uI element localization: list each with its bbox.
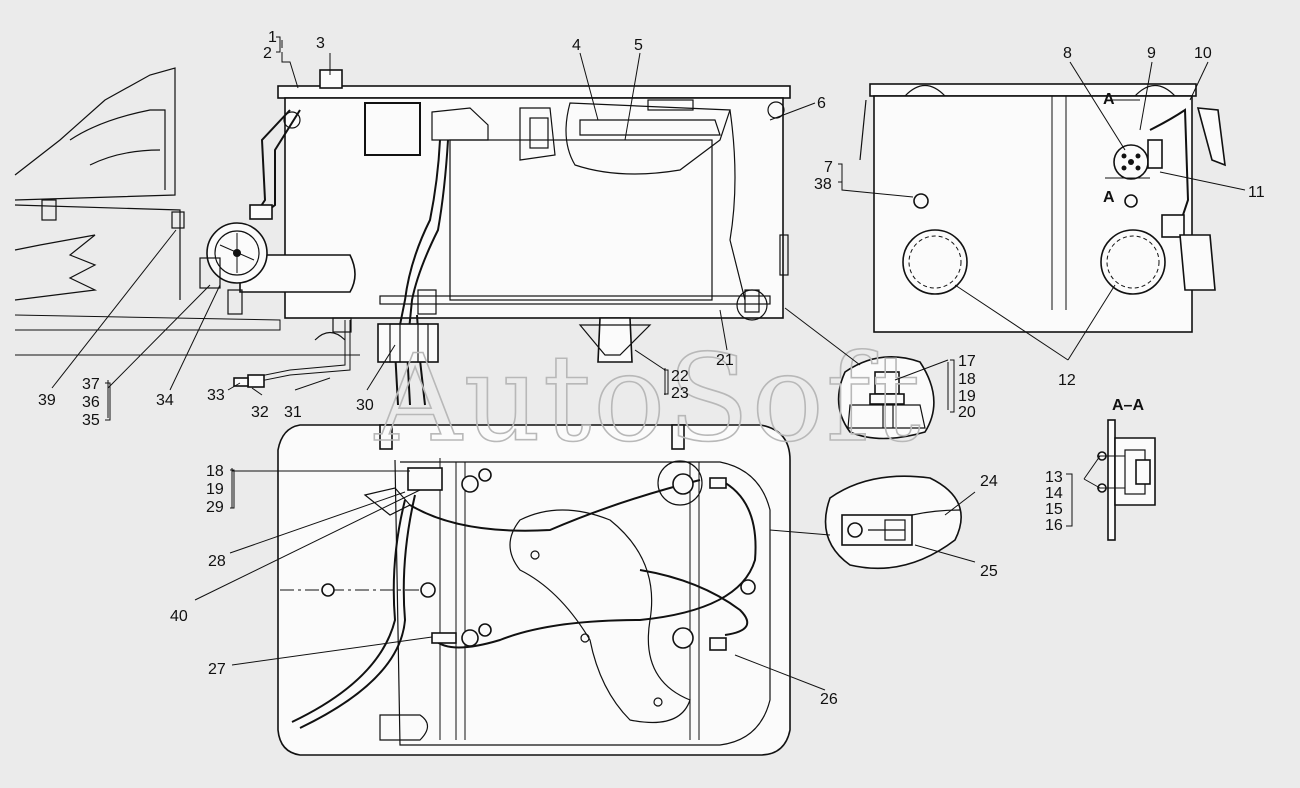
callout-25: 25: [980, 563, 998, 580]
battery: [449, 139, 713, 301]
callout-12: 12: [1058, 372, 1076, 389]
callout-13: 13: [1045, 469, 1063, 486]
callout-22: 22: [671, 368, 689, 385]
callout-31: 31: [284, 404, 302, 421]
tray-outline: [277, 424, 791, 756]
callout-16: 16: [1045, 517, 1063, 534]
callout-39: 39: [38, 392, 56, 409]
callout-24: 24: [980, 473, 998, 490]
callout-5: 5: [634, 37, 643, 54]
callout-10: 10: [1194, 45, 1212, 62]
detail-view-terminal: [837, 356, 935, 440]
callout-11: 11: [1248, 184, 1265, 201]
watermark-text: AutoSoft: [374, 330, 923, 469]
callout-7: 7: [824, 159, 833, 176]
section-title: A–A: [1112, 397, 1144, 414]
terminal-clamp: [672, 627, 694, 649]
callout-8: 8: [1063, 45, 1072, 62]
section-mark-top: A: [1103, 91, 1115, 108]
callout-28: 28: [208, 553, 226, 570]
box-lid: [277, 85, 791, 99]
battery-box-side-view: [277, 69, 791, 321]
battery-box-plan-view: [277, 424, 791, 756]
callout-20: 20: [958, 404, 976, 421]
callout-19a: 19: [958, 388, 976, 405]
callout-labels: 1 2 3 4 5 6 7 38 8 9 10 11 12 A–A A A 13…: [38, 29, 1265, 708]
section-a-a-view: [1097, 419, 1156, 541]
connector-block: [171, 211, 185, 229]
leader-lines: [51, 40, 1246, 691]
callout-27: 27: [208, 661, 226, 678]
section-mark-bottom: A: [1103, 189, 1115, 206]
callout-34: 34: [156, 392, 174, 409]
callout-15: 15: [1045, 501, 1063, 518]
callout-38: 38: [814, 176, 832, 193]
callout-21: 21: [716, 352, 734, 369]
callout-36: 36: [82, 394, 100, 411]
callout-40: 40: [170, 608, 188, 625]
callout-3: 3: [316, 35, 325, 52]
mass-switch-assembly: [199, 109, 356, 315]
callout-9: 9: [1147, 45, 1156, 62]
callout-17: 17: [958, 353, 976, 370]
callout-2: 2: [263, 45, 272, 62]
callout-14: 14: [1045, 485, 1063, 502]
vent-plug: [319, 69, 343, 89]
callout-30: 30: [356, 397, 374, 414]
callout-23: 23: [671, 385, 689, 402]
box-body: [284, 97, 784, 319]
detail-view-clamp: [824, 475, 962, 570]
callout-1: 1: [268, 29, 277, 46]
callout-18b: 18: [206, 463, 224, 480]
callout-32: 32: [251, 404, 269, 421]
callout-6: 6: [817, 95, 826, 112]
callout-19b: 19: [206, 481, 224, 498]
vehicle-frame-fragment: [14, 67, 360, 356]
callout-18a: 18: [958, 371, 976, 388]
callout-35: 35: [82, 412, 100, 429]
wiring-harness: [233, 139, 652, 406]
group-brackets: [105, 36, 1073, 527]
callout-26: 26: [820, 691, 838, 708]
callout-37: 37: [82, 376, 100, 393]
callout-29: 29: [206, 499, 224, 516]
battery-box-end-view: [859, 83, 1226, 333]
terminal-clamp: [672, 473, 694, 495]
callout-33: 33: [207, 387, 225, 404]
callout-4: 4: [572, 37, 581, 54]
